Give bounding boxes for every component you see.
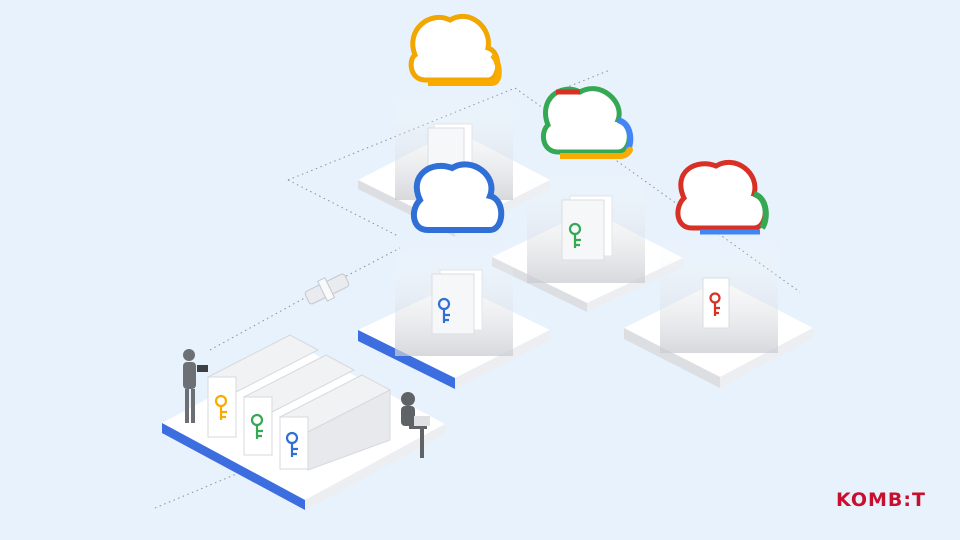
server-rack-3: [278, 374, 392, 471]
cloud-red-green-icon: [675, 159, 769, 235]
platform-left-blue: [358, 238, 550, 389]
blue-key-icon: [437, 297, 451, 323]
green-key-icon: [568, 222, 582, 248]
platform-onprem: [162, 334, 445, 510]
cloud-blue-icon: [410, 161, 505, 233]
platform-right: [624, 235, 813, 388]
cloud-multicolor-icon: [540, 86, 634, 159]
cloud-yellow-icon: [408, 13, 502, 86]
green-key-icon: [250, 413, 264, 439]
plug-icon: [304, 273, 350, 305]
platform-middle: [492, 165, 683, 312]
red-key-icon: [709, 292, 721, 316]
kombit-logo: KOMB:T: [836, 489, 926, 511]
dotted-connectors: [154, 69, 801, 509]
person-standing-with-tablet: [183, 349, 208, 423]
blue-key-icon: [285, 431, 299, 457]
person-sitting-with-laptop: [401, 392, 430, 458]
yellow-key-icon: [214, 394, 228, 420]
